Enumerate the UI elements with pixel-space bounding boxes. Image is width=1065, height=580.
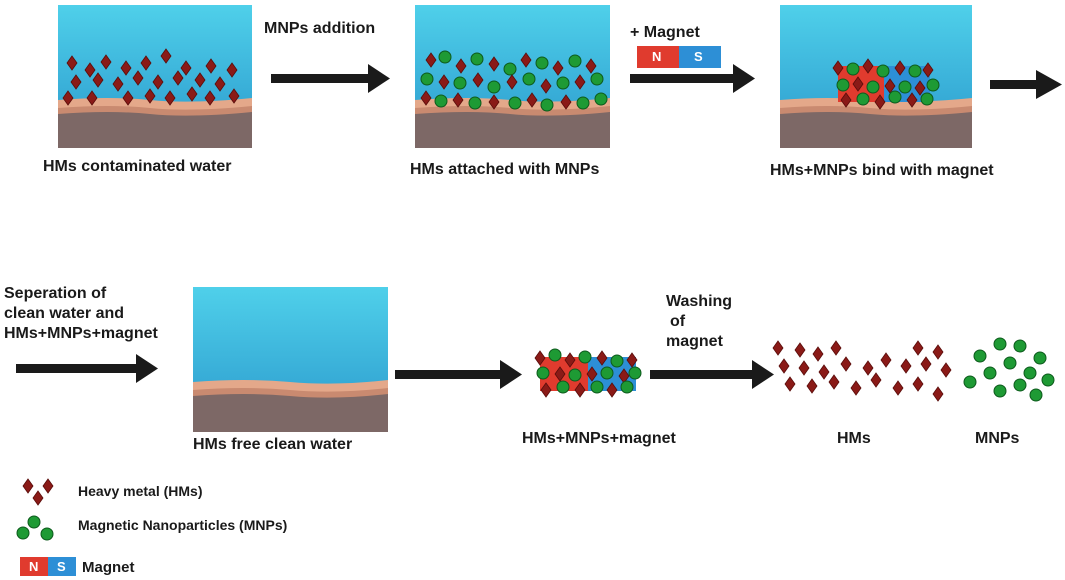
label-washing-line3: magnet (666, 333, 723, 350)
label-separation-line3: HMs+MNPs+magnet (4, 325, 158, 342)
legend-magnet-s: S (57, 559, 66, 574)
label-plus-magnet: + Magnet (630, 24, 700, 41)
caption-contaminated-water: HMs contaminated water (43, 158, 232, 175)
legend-magnet-icon (20, 557, 76, 576)
label-washing-line1: Washing (666, 293, 733, 310)
arrow-mnps-addition (271, 64, 390, 93)
cluster-hms-mnps-magnet (534, 348, 642, 398)
magnet-cluster (832, 58, 940, 110)
legend-hms-label: Heavy metal (HMs) (78, 483, 203, 499)
legend-magnet-n: N (29, 559, 39, 574)
magnet-north-label: N (652, 49, 662, 64)
panel-clean-water (193, 287, 388, 432)
mnps-group (963, 337, 1055, 402)
legend-mnps-label: Magnetic Nanoparticles (MNPs) (78, 517, 288, 533)
arrow-continue (990, 70, 1062, 99)
label-separation-line2: clean water and (4, 305, 125, 322)
panel-bind-with-magnet (780, 5, 972, 148)
hms-group (772, 340, 952, 402)
caption-hms: HMs (837, 430, 871, 447)
caption-hms-mnps-magnet: HMs+MNPs+magnet (522, 430, 676, 447)
label-separation-line1: Seperation of (4, 285, 107, 302)
panel-contaminated-water (58, 5, 252, 148)
arrow-washing (650, 360, 774, 389)
caption-bind-with-magnet: HMs+MNPs bind with magnet (770, 162, 994, 179)
caption-clean-water: HMs free clean water (193, 436, 353, 453)
arrow-separation (16, 354, 158, 383)
caption-hms-attached: HMs attached with MNPs (410, 161, 600, 178)
caption-mnps: MNPs (975, 430, 1020, 447)
label-separation: Seperation of clean water and HMs+MNPs+m… (4, 284, 204, 344)
magnet-icon (637, 46, 721, 68)
arrow-add-magnet (630, 64, 755, 93)
magnet-south-label: S (694, 49, 703, 64)
legend-magnet-label: Magnet (82, 559, 135, 576)
panel-hms-attached-mnps (415, 5, 610, 148)
label-washing-line2: of (670, 313, 686, 330)
arrow-to-cluster (395, 360, 522, 389)
label-mnps-addition: MNPs addition (264, 20, 376, 37)
legend-mnp-icon (16, 515, 54, 541)
legend-hm-icon (22, 478, 54, 506)
label-washing: Washing of magnet (666, 292, 756, 352)
